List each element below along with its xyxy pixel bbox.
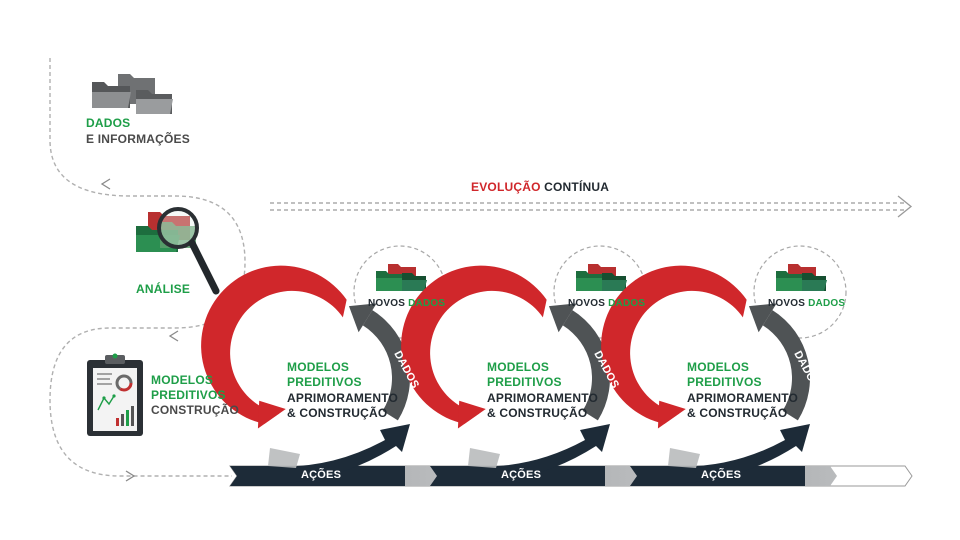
band-light-wedge bbox=[668, 448, 700, 468]
snake-path bbox=[49, 58, 246, 477]
center-title-line2: PREDITIVOS bbox=[687, 375, 762, 389]
step-modelos-line3: CONSTRUÇÃO bbox=[151, 403, 239, 417]
evolution-arrowhead-icon bbox=[897, 195, 913, 218]
chevron-right-icon bbox=[125, 470, 136, 482]
dados-word: DADOS bbox=[808, 298, 846, 309]
center-title-line1: MODELOS bbox=[287, 360, 350, 374]
center-title-line1: MODELOS bbox=[487, 360, 550, 374]
analise-arrowhead-icon bbox=[657, 400, 686, 429]
analise-arc bbox=[201, 265, 347, 424]
center-subtitle-line2: & CONSTRUÇÃO bbox=[487, 406, 588, 420]
step-analise-label: ANÁLISE bbox=[136, 282, 191, 296]
acoes-arrow-icon bbox=[670, 424, 810, 484]
analise-arc bbox=[601, 265, 747, 424]
chevron-left-icon bbox=[168, 330, 179, 342]
folders-icon bbox=[92, 74, 173, 114]
band-light-wedge bbox=[268, 448, 300, 468]
new-data-folders-icon bbox=[776, 264, 827, 291]
novos-word: NOVOS bbox=[568, 298, 606, 309]
dados-arrowhead-icon bbox=[548, 303, 577, 333]
acoes-label: AÇÕES bbox=[501, 469, 542, 481]
center-title-line2: PREDITIVOS bbox=[487, 375, 562, 389]
dados-arc bbox=[562, 310, 610, 421]
center-title-line1: MODELOS bbox=[687, 360, 750, 374]
novos-dados-label: NOVOS DADOS bbox=[768, 298, 845, 310]
chevron-left-icon bbox=[100, 178, 111, 190]
center-subtitle-line1: APRIMORAMENTO bbox=[687, 391, 799, 405]
dados-arrowhead-icon bbox=[748, 303, 777, 333]
analise-arrowhead-icon bbox=[457, 400, 486, 429]
analise-arc bbox=[401, 265, 547, 424]
dados-word: DADOS bbox=[608, 298, 646, 309]
cycle-3 bbox=[601, 245, 847, 486]
evolucao-word2: CONTÍNUA bbox=[544, 180, 610, 194]
step-dados-title: DADOS bbox=[86, 116, 131, 130]
acoes-arrow-icon bbox=[470, 424, 610, 484]
new-data-folders-icon bbox=[576, 264, 627, 291]
center-subtitle-line1: APRIMORAMENTO bbox=[287, 391, 399, 405]
novos-word: NOVOS bbox=[768, 298, 806, 309]
dados-arc bbox=[762, 310, 810, 421]
acoes-label: AÇÕES bbox=[301, 469, 342, 481]
dados-word: DADOS bbox=[408, 298, 446, 309]
clipboard-chart-icon bbox=[87, 353, 143, 436]
new-data-folders-icon bbox=[376, 264, 427, 291]
step-dados-subtitle: E INFORMAÇÕES bbox=[86, 132, 190, 146]
acoes-label: AÇÕES bbox=[701, 469, 742, 481]
novos-dados-label: NOVOS DADOS bbox=[368, 298, 445, 310]
band-light-wedge bbox=[468, 448, 500, 468]
dados-arc bbox=[362, 310, 411, 421]
step-modelos-line1: MODELOS bbox=[151, 373, 214, 387]
center-subtitle-line2: & CONSTRUÇÃO bbox=[687, 406, 788, 420]
step-modelos-line2: PREDITIVOS bbox=[151, 388, 226, 402]
analise-arrowhead-icon bbox=[257, 400, 286, 429]
dados-arrowhead-icon bbox=[348, 303, 377, 333]
novos-dados-label: NOVOS DADOS bbox=[568, 298, 645, 310]
center-subtitle-line1: APRIMORAMENTO bbox=[487, 391, 599, 405]
evolucao-title: EVOLUÇÃO CONTÍNUA bbox=[471, 180, 609, 194]
magnifier-folders-icon bbox=[136, 207, 220, 295]
novos-word: NOVOS bbox=[368, 298, 406, 309]
center-subtitle-line2: & CONSTRUÇÃO bbox=[287, 406, 388, 420]
evolucao-word1: EVOLUÇÃO bbox=[471, 180, 541, 194]
center-title-line2: PREDITIVOS bbox=[287, 375, 362, 389]
acoes-arrow-icon bbox=[270, 424, 410, 484]
